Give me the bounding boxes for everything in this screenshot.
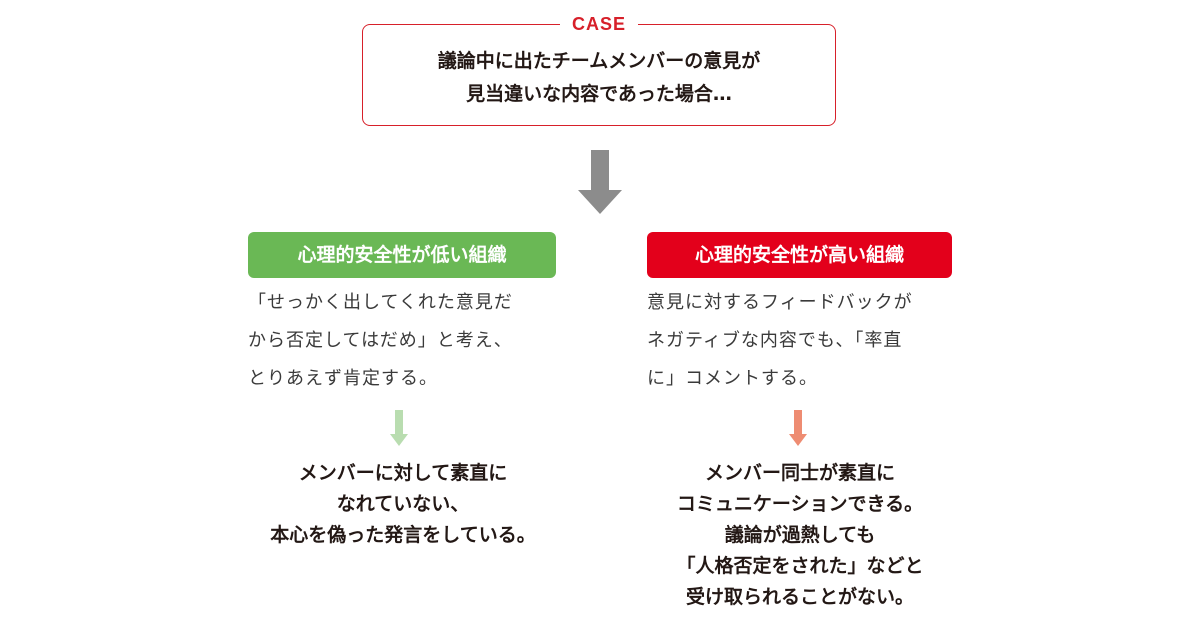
low-safety-description: 「せっかく出してくれた意見だ から否定してはだめ」と考え、 とりあえず肯定する。 [248, 284, 568, 398]
case-line: 見当違いな内容であった場合… [466, 83, 732, 105]
case-line: 議論中に出たチームメンバーの意見が [437, 50, 761, 72]
result-line: メンバー同士が素直に [704, 462, 895, 484]
result-line: 本心を偽った発言をしている。 [270, 524, 536, 546]
result-line: 「人格否定をされた」などと [676, 555, 924, 577]
high-safety-title: 心理的安全性が高い組織 [647, 232, 952, 278]
high-safety-description: 意見に対するフィードバックが ネガティブな内容でも、「率直 に」コメントする。 [647, 284, 967, 398]
result-line: 受け取られることがない。 [685, 586, 914, 608]
description-line: 「せっかく出してくれた意見だ [248, 292, 513, 313]
description-line: 意見に対するフィードバックが [647, 292, 913, 313]
case-box: CASE 議論中に出たチームメンバーの意見が 見当違いな内容であった場合… [362, 14, 836, 126]
high-safety-result: メンバー同士が素直に コミュニケーションできる。 議論が過熱しても 「人格否定を… [622, 458, 978, 613]
result-line: コミュニケーションできる。 [676, 493, 924, 515]
result-line: 議論が過熱しても [724, 524, 876, 546]
case-text: 議論中に出たチームメンバーの意見が 見当違いな内容であった場合… [363, 45, 835, 111]
down-arrow-icon [578, 150, 622, 214]
description-line: ネガティブな内容でも、「率直 [647, 330, 903, 351]
down-arrow-icon [390, 410, 408, 446]
case-label: CASE [559, 14, 639, 34]
result-line: なれていない、 [336, 493, 470, 515]
low-safety-title: 心理的安全性が低い組織 [248, 232, 556, 278]
down-arrow-icon [789, 410, 807, 446]
result-line: メンバーに対して素直に [298, 462, 508, 484]
low-safety-result: メンバーに対して素直に なれていない、 本心を偽った発言をしている。 [228, 458, 578, 551]
description-line: とりあえず肯定する。 [248, 368, 438, 389]
description-line: に」コメントする。 [647, 368, 818, 389]
description-line: から否定してはだめ」と考え、 [248, 330, 513, 351]
